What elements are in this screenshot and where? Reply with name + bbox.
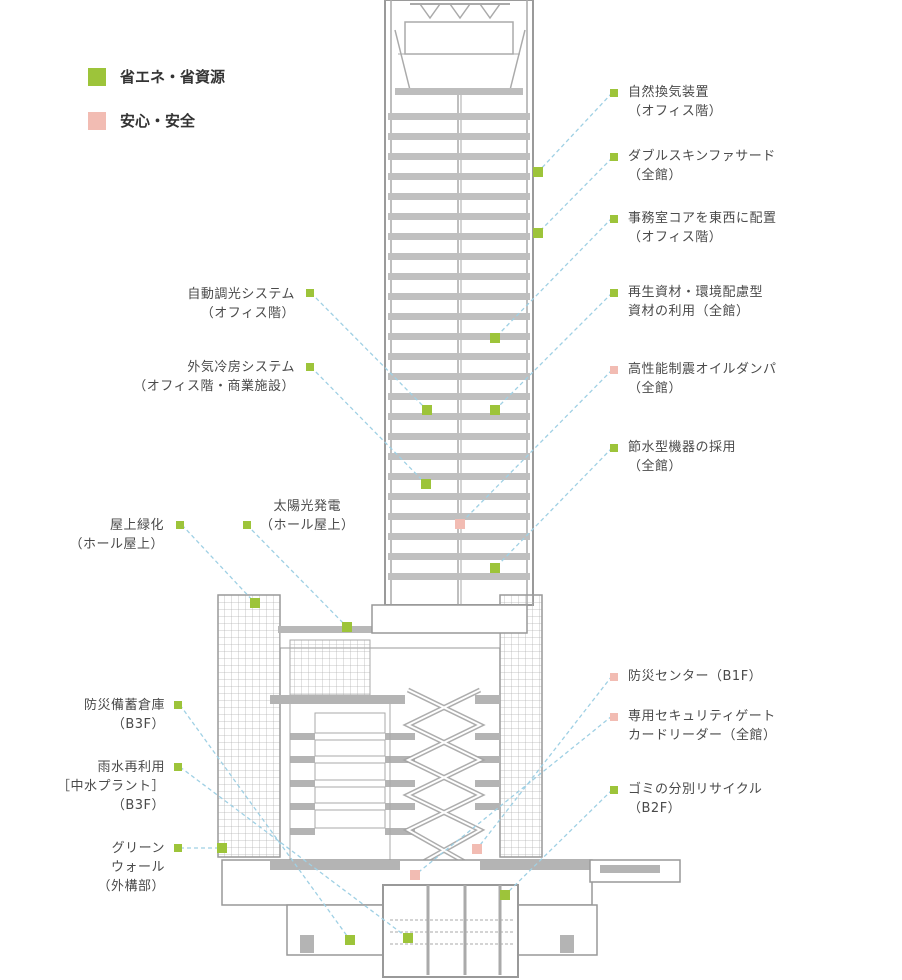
- callout-recycled-materials: 再生資材・環境配慮型 資材の利用（全館）: [628, 283, 763, 321]
- pink-swatch-icon: [88, 111, 106, 130]
- legend-item-energy-saving: 省エネ・省資源: [88, 66, 225, 87]
- green-marker-icon: [610, 289, 618, 297]
- callout-line: 防災備蓄倉庫: [83, 698, 165, 713]
- callout-line: （B3F）: [111, 798, 165, 813]
- callout-line: 節水型機器の採用: [628, 440, 737, 455]
- callout-line: （オフィス階）: [628, 104, 723, 119]
- legend-label: 省エネ・省資源: [120, 68, 226, 86]
- callout-line: 高性能制震オイルダンパ: [628, 362, 777, 377]
- callout-line: （オフィス階）: [628, 230, 723, 245]
- callout-line: （ホール屋上）: [69, 537, 164, 552]
- green-marker-icon: [306, 289, 314, 297]
- callout-line: ダブルスキンファサード: [628, 149, 776, 164]
- callout-line: 雨水再利用: [97, 760, 165, 775]
- callout-natural-ventilation: 自然換気装置 （オフィス階）: [628, 83, 722, 121]
- callout-water-saving: 節水型機器の採用 （全館）: [628, 438, 736, 476]
- callout-line: グリーン: [111, 841, 165, 856]
- callout-line: （ホール屋上）: [260, 518, 355, 533]
- green-marker-icon: [243, 521, 251, 529]
- green-marker-icon: [610, 215, 618, 223]
- callout-line: 自動調光システム: [187, 287, 295, 302]
- green-swatch-icon: [88, 67, 106, 86]
- callout-line: （全館）: [628, 459, 683, 474]
- callout-waste-recycling: ゴミの分別リサイクル （B2F）: [628, 780, 762, 818]
- callout-roof-greening: 屋上緑化 （ホール屋上）: [69, 516, 164, 554]
- green-marker-icon: [174, 763, 182, 771]
- green-marker-icon: [610, 786, 618, 794]
- callout-line: 自然換気装置: [628, 85, 710, 100]
- green-marker-icon: [610, 444, 618, 452]
- callout-line: カードリーダー（全館）: [628, 728, 777, 743]
- callout-disaster-center: 防災センター（B1F）: [628, 667, 762, 686]
- callout-line: （全館）: [628, 168, 683, 183]
- pink-marker-icon: [610, 366, 618, 374]
- green-marker-icon: [174, 701, 182, 709]
- callout-line: 防災センター（B1F）: [628, 669, 763, 684]
- pink-marker-icon: [610, 713, 618, 721]
- callout-emergency-storage: 防災備蓄倉庫 （B3F）: [84, 696, 165, 734]
- legend-item-safety: 安心・安全: [88, 110, 195, 131]
- tower: [384, 0, 534, 606]
- callout-line: 外気冷房システム: [187, 360, 295, 375]
- callout-line: （B2F）: [628, 801, 682, 816]
- podium: [217, 594, 543, 868]
- callout-line: （外構部）: [97, 879, 165, 894]
- callout-line: 事務室コアを東西に配置: [628, 211, 777, 226]
- callout-line: 屋上緑化: [109, 518, 164, 533]
- callout-core-placement: 事務室コアを東西に配置 （オフィス階）: [628, 209, 777, 247]
- pink-marker-icon: [610, 673, 618, 681]
- green-marker-icon: [610, 89, 618, 97]
- callout-line: ［中水プラント］: [56, 779, 165, 794]
- callout-line: 専用セキュリティゲート: [628, 709, 776, 724]
- callout-line: ウォール: [110, 860, 165, 875]
- callout-double-skin-facade: ダブルスキンファサード （全館）: [628, 147, 776, 185]
- callout-line: （全館）: [628, 381, 683, 396]
- callout-oil-damper: 高性能制震オイルダンパ （全館）: [628, 360, 777, 398]
- callout-line: 再生資材・環境配慮型: [628, 285, 764, 300]
- tower-floor-slabs: [388, 113, 530, 580]
- callout-rainwater-reuse: 雨水再利用 ［中水プラント］ （B3F）: [57, 758, 165, 815]
- callout-line: （オフィス階）: [200, 306, 295, 321]
- callout-green-wall: グリーン ウォール （外構部）: [97, 839, 165, 896]
- callout-line: （B3F）: [111, 717, 165, 732]
- callout-line: （オフィス階・商業施設）: [133, 379, 295, 394]
- callout-line: 太陽光発電: [273, 499, 342, 514]
- callout-line: 資材の利用（全館）: [628, 304, 750, 319]
- green-marker-icon: [174, 844, 182, 852]
- callout-solar-power: 太陽光発電 （ホール屋上）: [260, 497, 355, 535]
- legend-label: 安心・安全: [120, 112, 196, 130]
- green-marker-icon: [306, 363, 314, 371]
- callout-outdoor-air-cooling: 外気冷房システム （オフィス階・商業施設）: [133, 358, 295, 396]
- green-marker-icon: [610, 153, 618, 161]
- green-marker-icon: [176, 521, 184, 529]
- callout-line: ゴミの分別リサイクル: [628, 782, 763, 797]
- leader-lines: [179, 92, 613, 941]
- feature-points: [217, 167, 543, 945]
- callout-auto-dimming: 自動調光システム （オフィス階）: [187, 285, 295, 323]
- basement: [221, 859, 681, 978]
- callout-security-gate: 専用セキュリティゲート カードリーダー（全館）: [628, 707, 777, 745]
